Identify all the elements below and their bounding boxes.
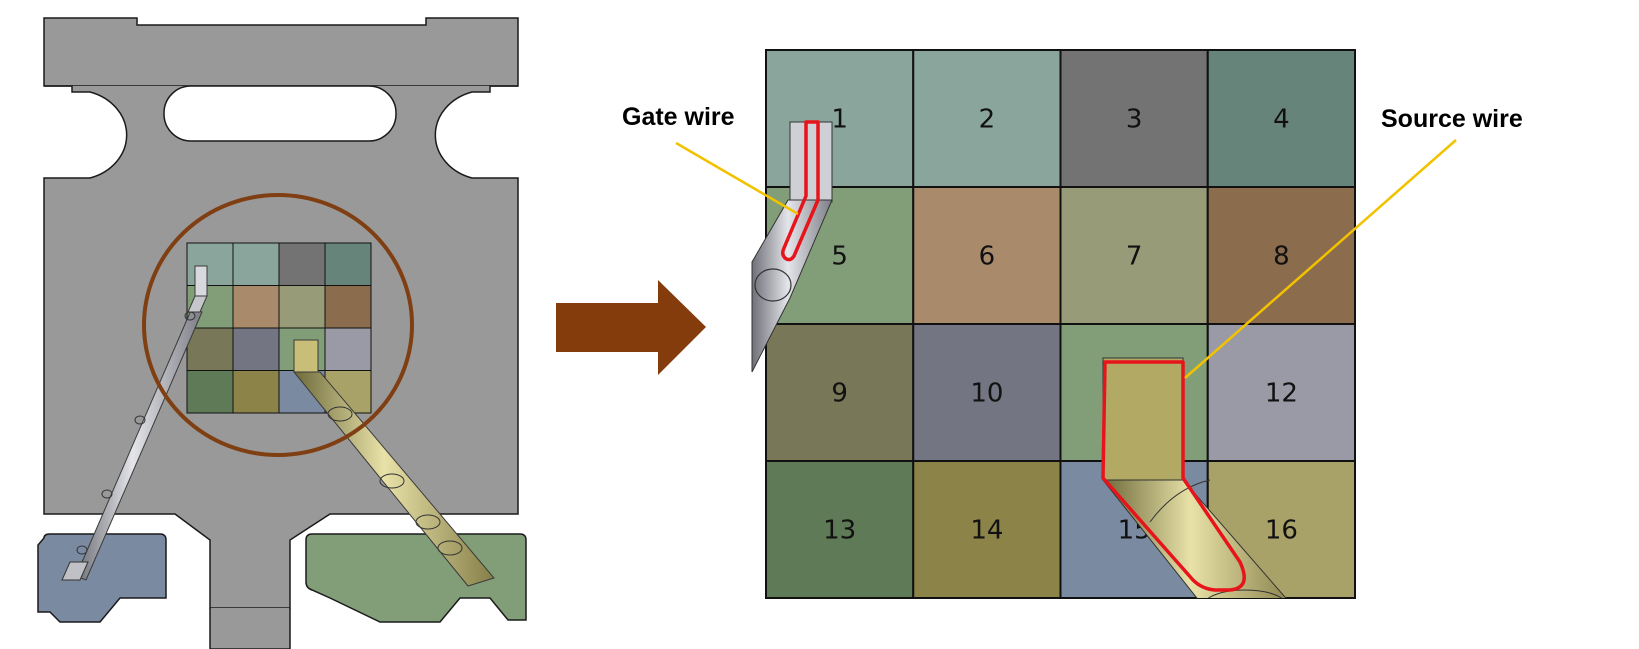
grid-cell-13 bbox=[765, 460, 915, 599]
small-cell-13 bbox=[186, 370, 234, 414]
small-cell-1 bbox=[186, 242, 234, 286]
gate-lead bbox=[37, 533, 167, 623]
gate-wire-body bbox=[751, 199, 833, 373]
grid-cell-2 bbox=[912, 49, 1062, 188]
source-wire-label: Source wire bbox=[1381, 105, 1523, 133]
small-cell-10 bbox=[232, 327, 280, 371]
source-pad bbox=[1102, 357, 1184, 481]
grid-cell-label-6: 6 bbox=[979, 242, 996, 272]
small-gate-ring-3 bbox=[101, 489, 113, 499]
grid-cell-10 bbox=[912, 323, 1062, 462]
grid-cell-9 bbox=[765, 323, 915, 462]
small-cell-9 bbox=[186, 327, 234, 371]
grid-cell-14 bbox=[912, 460, 1062, 599]
package-view bbox=[37, 17, 527, 649]
package-slot bbox=[163, 85, 397, 142]
small-cell-2 bbox=[232, 242, 280, 286]
small-cell-4 bbox=[324, 242, 372, 286]
zoomed-chip-grid: 12345678910111213141516 bbox=[765, 49, 1356, 599]
small-chip-grid bbox=[186, 242, 372, 414]
grid-cell-label-3: 3 bbox=[1126, 105, 1143, 135]
grid-cell-label-2: 2 bbox=[979, 105, 996, 135]
gate-wire-callout-line bbox=[675, 141, 799, 216]
grid-cell-label-8: 8 bbox=[1273, 242, 1290, 272]
grid-cell-label-7: 7 bbox=[1126, 242, 1143, 272]
right-arrow bbox=[556, 280, 706, 375]
grid-cell-8 bbox=[1206, 186, 1356, 325]
grid-cell-label-4: 4 bbox=[1273, 105, 1290, 135]
grid-cell-label-9: 9 bbox=[831, 379, 848, 409]
gate-wire-highlight bbox=[780, 120, 820, 262]
small-gate-ring-4 bbox=[76, 545, 88, 555]
small-source-ring-2 bbox=[379, 473, 405, 489]
zoomed-view: 12345678910111213141516 Gate wire Source… bbox=[622, 49, 1523, 599]
small-gate-bend bbox=[187, 295, 208, 313]
small-source-wire bbox=[292, 371, 495, 587]
grid-cell-label-14: 14 bbox=[970, 516, 1003, 546]
small-cell-12 bbox=[324, 327, 372, 371]
grid-cell-label-12: 12 bbox=[1265, 379, 1298, 409]
gate-pad bbox=[789, 121, 833, 203]
grid-cell-label-16: 16 bbox=[1265, 516, 1298, 546]
source-wire-ring bbox=[1208, 589, 1282, 598]
grid-cell-3 bbox=[1059, 49, 1209, 188]
source-wire-arc bbox=[1149, 479, 1211, 523]
grid-cell-12 bbox=[1206, 323, 1356, 462]
small-gate-ring-1 bbox=[184, 311, 196, 321]
small-cell-7 bbox=[278, 285, 326, 329]
grid-cell-label-10: 10 bbox=[970, 379, 1003, 409]
grid-cell-label-5: 5 bbox=[831, 242, 848, 272]
small-source-ring-1 bbox=[327, 406, 353, 422]
gate-wire-label: Gate wire bbox=[622, 103, 735, 131]
package-top-tab bbox=[43, 17, 519, 87]
small-source-ring-3 bbox=[415, 514, 441, 530]
source-wire-body bbox=[1101, 479, 1287, 598]
small-source-pad bbox=[293, 339, 319, 373]
small-cell-8 bbox=[324, 285, 372, 329]
small-cell-6 bbox=[232, 285, 280, 329]
small-gate-pad bbox=[194, 265, 208, 297]
source-wire-highlight bbox=[1101, 360, 1246, 592]
source-wire-callout-line bbox=[1184, 139, 1457, 379]
package-stem bbox=[209, 608, 291, 649]
small-cell-14 bbox=[232, 370, 280, 414]
small-cell-3 bbox=[278, 242, 326, 286]
small-gate-ring-2 bbox=[134, 415, 146, 425]
small-gate-foot bbox=[61, 561, 89, 581]
grid-cell-label-1: 1 bbox=[831, 105, 848, 135]
small-source-ring-4 bbox=[437, 540, 463, 556]
highlight-circle bbox=[142, 193, 414, 457]
gate-wire-ring bbox=[754, 268, 792, 302]
grid-cell-label-13: 13 bbox=[823, 516, 856, 546]
